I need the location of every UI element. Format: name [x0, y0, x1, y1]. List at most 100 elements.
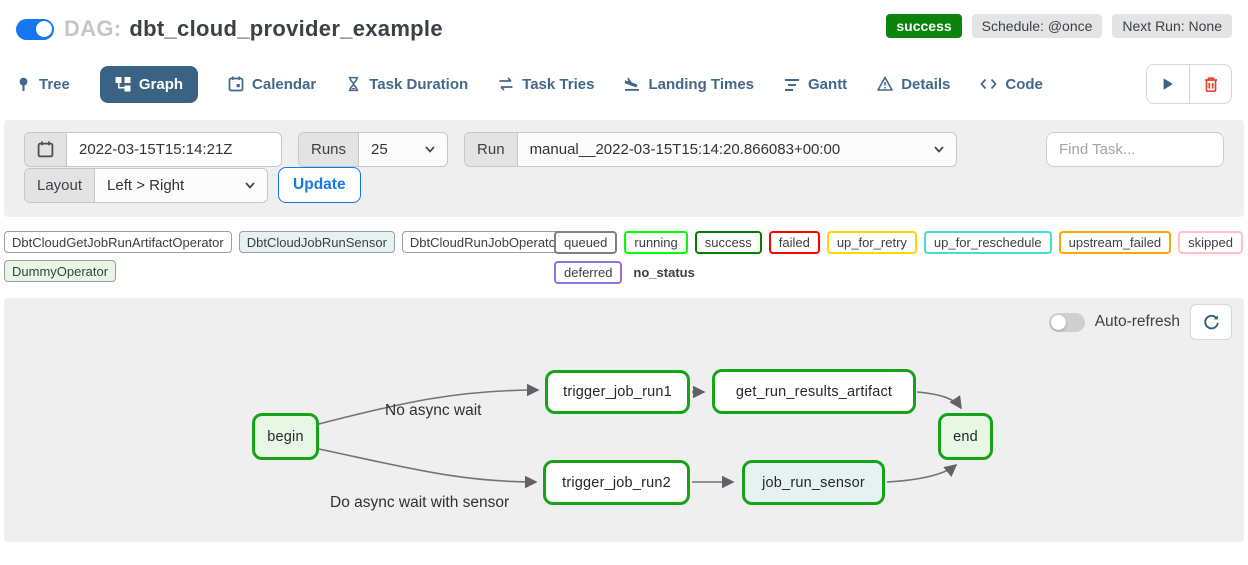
calendar-picker-icon[interactable] [25, 133, 67, 166]
gantt-icon [784, 76, 800, 92]
tab-label: Code [1005, 75, 1043, 93]
tab-label: Task Duration [369, 75, 469, 93]
edge-sensor-end [886, 463, 958, 483]
status-legend-up-for-reschedule[interactable]: up_for_reschedule [923, 231, 1052, 254]
base-date-input[interactable] [67, 133, 281, 166]
base-date-group [24, 132, 282, 167]
status-legend-deferred[interactable]: deferred [554, 261, 623, 284]
dag-header: DAG: dbt_cloud_provider_example success … [0, 0, 1248, 42]
auto-refresh-toggle[interactable] [1048, 312, 1085, 332]
tab-label: Calendar [252, 75, 317, 93]
dag-prefix-label: DAG: [64, 16, 122, 41]
layout-select[interactable]: Left > Right [95, 168, 268, 202]
operator-badge: DbtCloudGetJobRunArtifactOperator [4, 231, 232, 253]
dag-pause-toggle[interactable] [16, 18, 54, 40]
tab-details[interactable]: Details [877, 76, 950, 93]
play-icon [1163, 78, 1173, 90]
tab-label: Tree [39, 75, 70, 93]
trigger-dag-button[interactable] [1147, 65, 1189, 103]
tab-calendar[interactable]: Calendar [228, 76, 316, 93]
chevron-down-icon [245, 181, 255, 189]
chevron-down-icon [425, 146, 435, 153]
tab-task-tries[interactable]: Task Tries [498, 76, 594, 93]
run-label: Run [465, 133, 518, 166]
tab-label: Task Tries [522, 75, 595, 93]
tab-label: Gantt [808, 75, 848, 93]
dag-actions [1146, 64, 1232, 104]
delete-dag-button[interactable] [1189, 65, 1231, 103]
view-tabbar: Tree Graph Calendar Task Duration Task T… [0, 64, 1248, 104]
plane-landing-icon [624, 76, 640, 92]
operator-badge: DummyOperator [4, 260, 117, 282]
refresh-icon [1203, 314, 1219, 329]
status-legend-success[interactable]: success [694, 231, 762, 254]
header-badges: success Schedule: @once Next Run: None [886, 14, 1232, 38]
tab-code[interactable]: Code [980, 76, 1043, 93]
task-node-trigger-job-run1[interactable]: trigger_job_run1 [545, 370, 690, 414]
hourglass-icon [346, 76, 361, 92]
schedule-badge: Schedule: @once [971, 14, 1103, 38]
task-node-end[interactable]: end [938, 413, 993, 460]
run-value: manual__2022-03-15T15:14:20.866083+00:00 [529, 141, 841, 158]
status-legend-running[interactable]: running [624, 231, 688, 254]
refresh-button[interactable] [1190, 304, 1232, 340]
tab-label: Landing Times [648, 75, 755, 93]
tab-task-duration[interactable]: Task Duration [346, 76, 468, 93]
operator-badge: DbtCloudJobRunSensor [238, 231, 395, 253]
view-tabs: Tree Graph Calendar Task Duration Task T… [16, 65, 1043, 103]
trash-icon [1204, 76, 1217, 92]
status-legend-up-for-retry[interactable]: up_for_retry [826, 231, 917, 254]
legend: DbtCloudGetJobRunArtifactOperator DbtClo… [0, 217, 1248, 296]
code-icon [980, 77, 998, 91]
run-group: Run manual__2022-03-15T15:14:20.866083+0… [464, 132, 957, 167]
task-node-trigger-job-run2[interactable]: trigger_job_run2 [543, 460, 690, 505]
edge-label-do-async-wait: Do async wait with sensor [330, 494, 510, 511]
task-node-begin[interactable]: begin [252, 413, 319, 460]
runs-label: Runs [299, 133, 360, 166]
toggle-knob [1050, 314, 1066, 330]
tab-label: Graph [138, 75, 184, 93]
status-legend-queued[interactable]: queued [554, 231, 618, 254]
chevron-down-icon [933, 146, 944, 153]
num-runs-select[interactable]: 25 [359, 133, 448, 166]
task-node-job-run-sensor[interactable]: job_run_sensor [742, 460, 885, 505]
calendar-icon [228, 76, 244, 92]
tab-graph[interactable]: Graph [99, 65, 199, 103]
repeat-icon [498, 76, 514, 92]
edge-artifact-end [916, 391, 962, 410]
operator-badge: DbtCloudRunJobOperator [401, 231, 569, 253]
status-legend-upstream-failed[interactable]: upstream_failed [1058, 231, 1172, 254]
layout-group: Layout Left > Right [24, 167, 269, 203]
filter-panel: Runs 25 Run manual__2022-03-15T15:14:20.… [4, 120, 1244, 217]
filter-row-1: Runs 25 Run manual__2022-03-15T15:14:20.… [24, 132, 1224, 167]
run-select[interactable]: manual__2022-03-15T15:14:20.866083+00:00 [517, 133, 956, 166]
layout-value: Left > Right [107, 176, 185, 194]
page-title: dbt_cloud_provider_example [129, 16, 443, 41]
update-button[interactable]: Update [278, 167, 361, 203]
task-node-get-run-results-artifact[interactable]: get_run_results_artifact [712, 369, 916, 414]
edge-begin-trigger1 [318, 383, 540, 425]
tab-gantt[interactable]: Gantt [784, 76, 847, 93]
graph-icon [115, 76, 131, 92]
edge-label-no-async-wait: No async wait [385, 402, 482, 419]
status-badge: success [886, 14, 962, 38]
dag-edges [318, 383, 962, 489]
warning-triangle-icon [877, 76, 893, 92]
layout-label: Layout [25, 168, 96, 202]
auto-refresh-label: Auto-refresh [1094, 313, 1180, 330]
tab-landing-times[interactable]: Landing Times [624, 76, 754, 93]
filter-row-2: Layout Left > Right Update [24, 167, 1224, 203]
status-legend-skipped[interactable]: skipped [1178, 231, 1243, 254]
dag-graph-panel: Auto-refresh begin trigger_job_run1 get_… [4, 298, 1244, 542]
toggle-knob [35, 21, 52, 37]
auto-refresh-control: Auto-refresh [1048, 304, 1232, 340]
num-runs-group: Runs 25 [298, 132, 449, 167]
next-run-badge: Next Run: None [1112, 14, 1232, 38]
status-legend-failed[interactable]: failed [768, 231, 820, 254]
edge-begin-trigger2 [318, 448, 538, 489]
find-task-input[interactable] [1046, 132, 1224, 167]
tab-tree[interactable]: Tree [16, 76, 70, 93]
status-legend-no-status: no_status [633, 265, 695, 280]
operator-legend: DbtCloudGetJobRunArtifactOperator DbtClo… [4, 231, 569, 282]
num-runs-value: 25 [371, 141, 388, 158]
